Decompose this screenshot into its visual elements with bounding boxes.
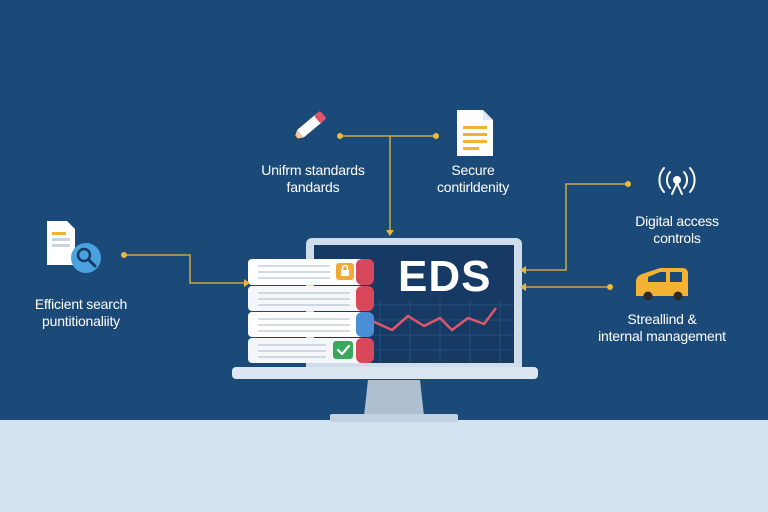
pencil-icon (294, 111, 326, 139)
label-search-line-2: puntitionaliity (42, 313, 120, 329)
connector-dots (121, 133, 631, 290)
label-secure-line-1: Secure (451, 162, 495, 178)
label-search-line-1: Efficient search (34, 296, 128, 312)
signal-tower-icon (658, 167, 696, 195)
label-digital-access: Digital access controls (618, 213, 736, 247)
book-stack (248, 259, 374, 363)
book (248, 338, 374, 363)
label-secure-confidentiality: Secure contirldenity (418, 162, 528, 196)
connector-search (124, 254, 244, 284)
monitor-stand (330, 380, 458, 422)
label-streamline-line-1: Streallind & (627, 311, 697, 327)
book (248, 312, 374, 337)
document-icon (457, 110, 493, 156)
book (248, 259, 374, 285)
label-uniform-line-2: fandards (286, 179, 340, 195)
trend-line (369, 307, 497, 332)
label-digital-line-1: Digital access (635, 213, 719, 229)
connector-arrows (244, 230, 526, 291)
lock-badge-icon (336, 263, 354, 280)
label-uniform-standards: Unifrm standards fandards (246, 162, 380, 196)
label-streamline-line-2: internal management (598, 328, 726, 344)
label-efficient-search: Efficient search puntitionaliity (20, 296, 142, 330)
label-secure-line-2: contirldenity (436, 179, 510, 195)
label-uniform-line-1: Unifrm standards (261, 162, 365, 178)
label-digital-line-2: controls (653, 230, 701, 246)
connectors (124, 135, 628, 288)
search-document-icon (47, 221, 101, 273)
book (248, 286, 374, 311)
van-icon (636, 268, 688, 301)
label-streamline-management: Streallind & internal management (590, 311, 734, 345)
eds-title: EDS (398, 252, 492, 301)
connector-digital (526, 183, 628, 271)
floor (0, 420, 768, 512)
check-badge-icon (333, 341, 353, 359)
